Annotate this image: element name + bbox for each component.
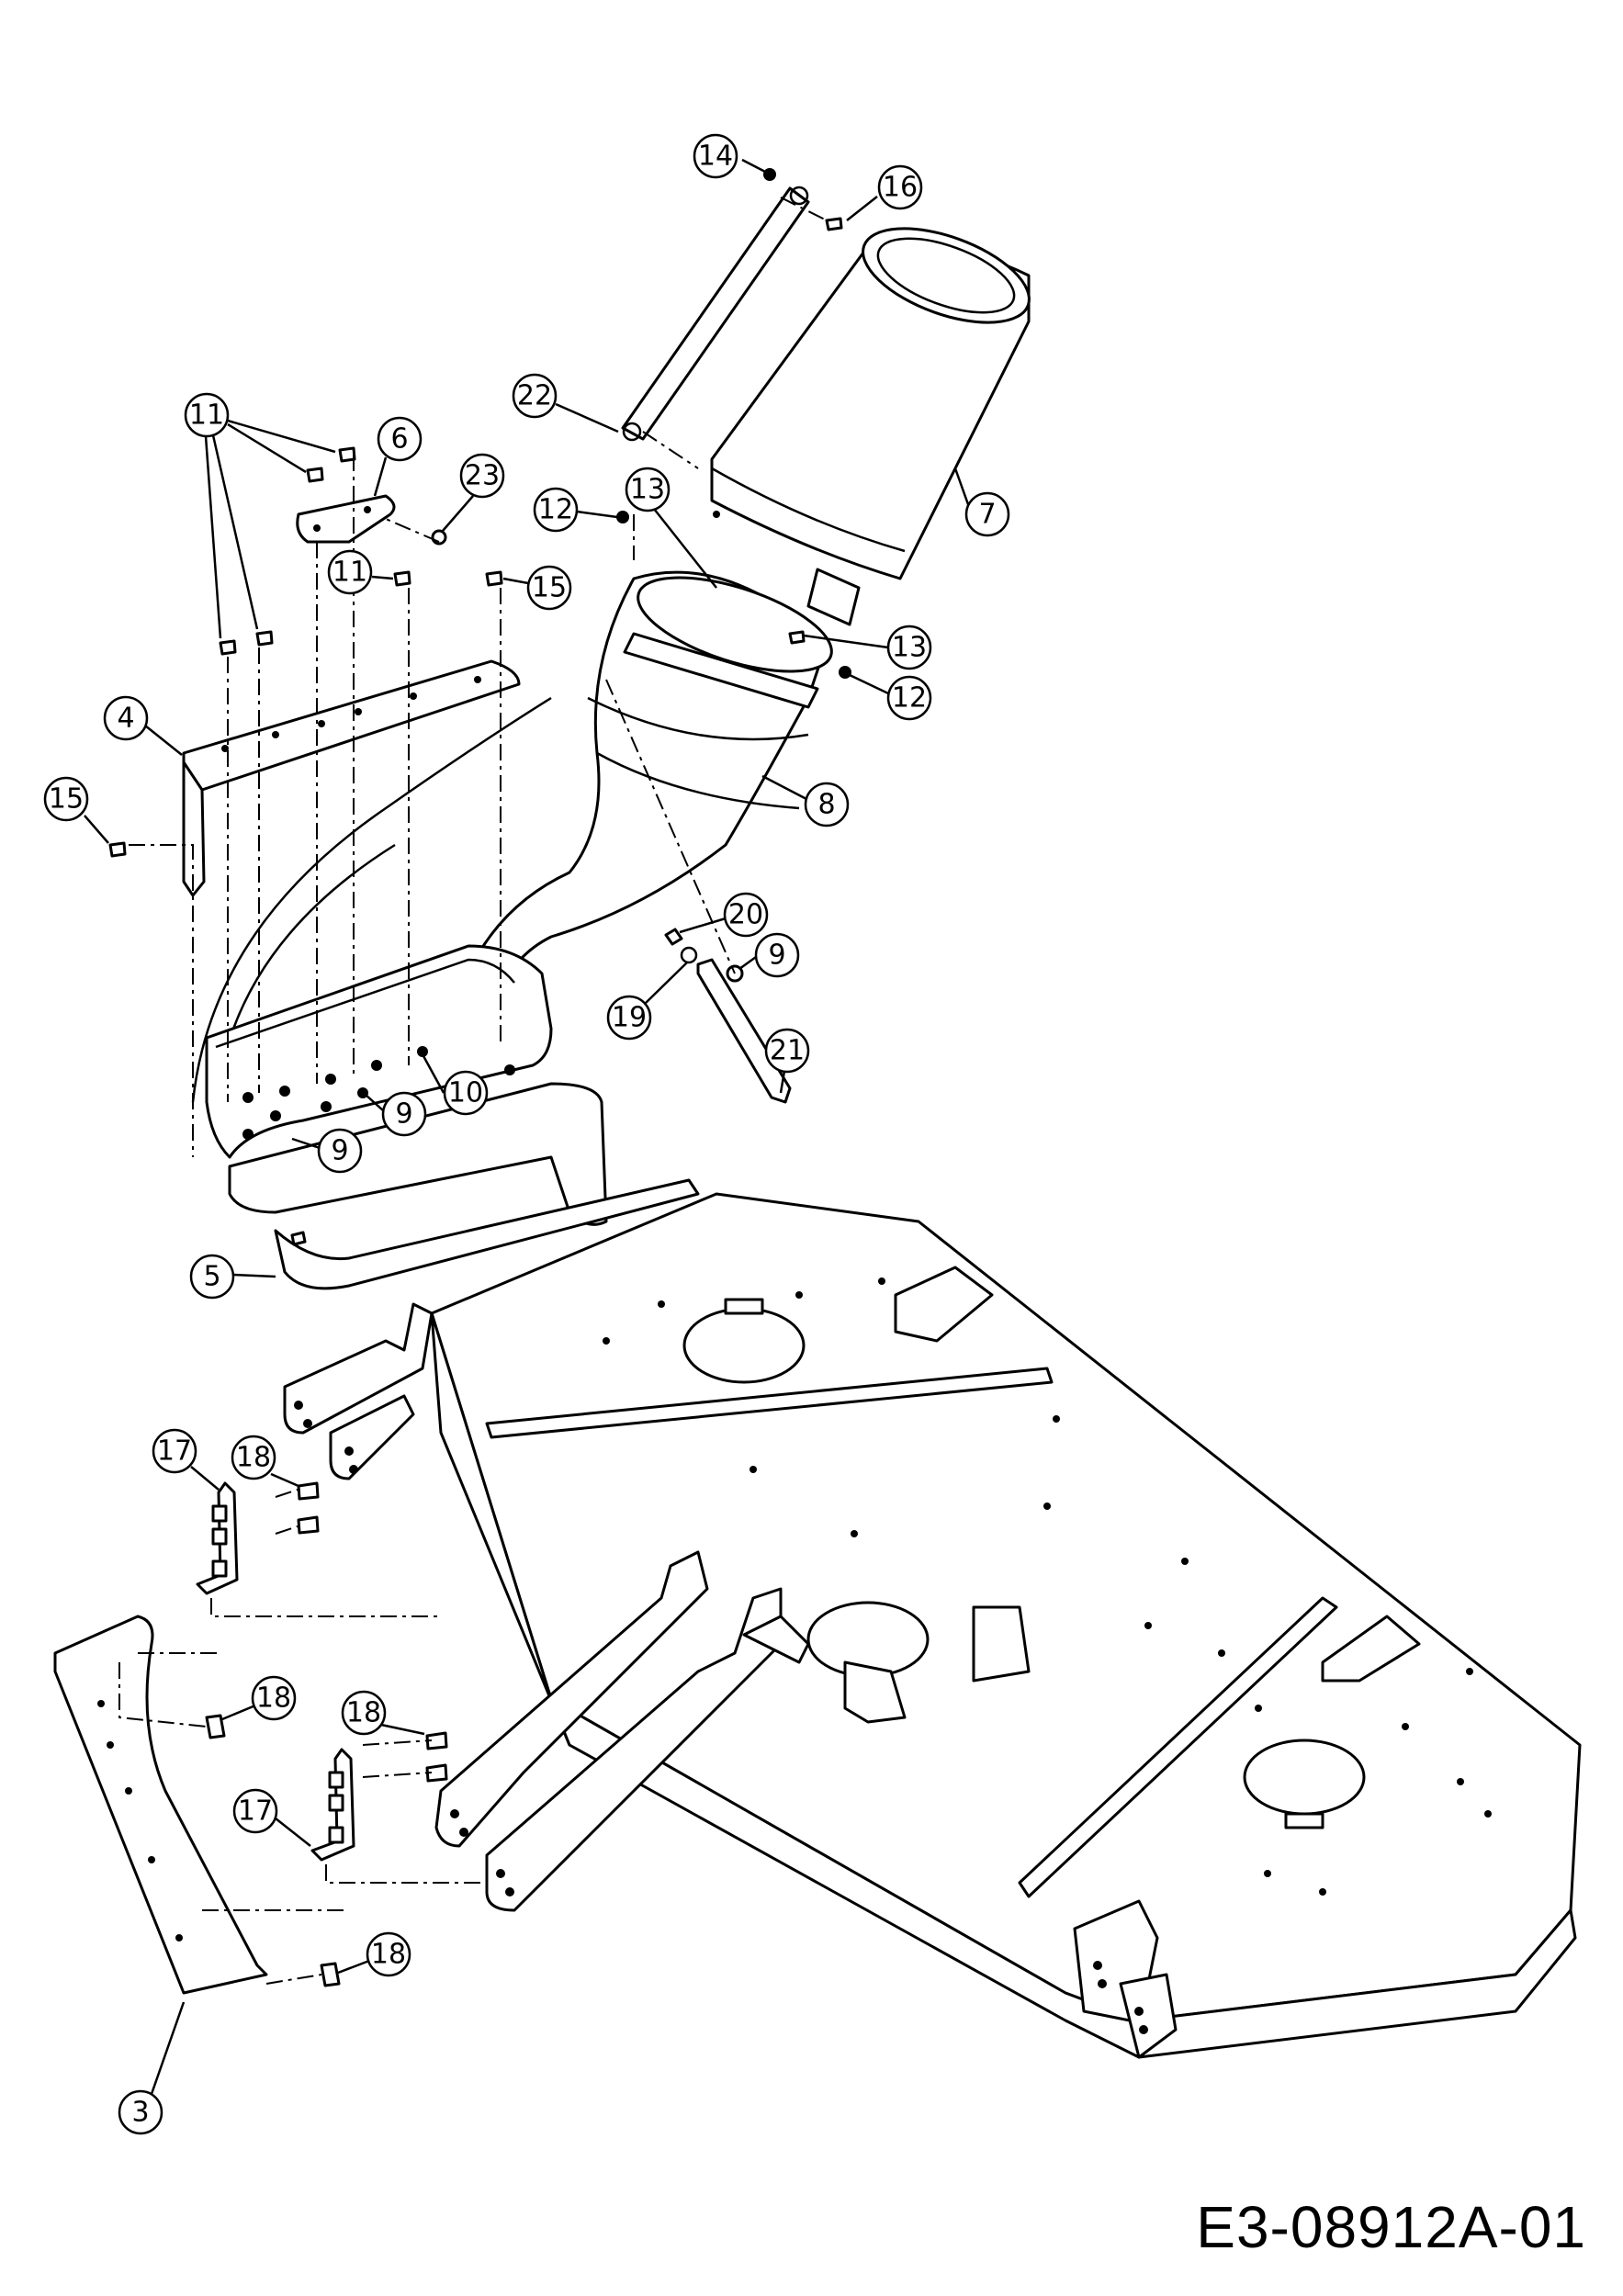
- callout-20: 20: [723, 892, 769, 938]
- callout-15-left: 15: [43, 776, 89, 822]
- callout-9-center: 9: [381, 1091, 427, 1137]
- callout-4: 4: [103, 695, 149, 741]
- svg-text:17: 17: [157, 1435, 192, 1468]
- svg-text:20: 20: [728, 899, 763, 931]
- callout-17-upper: 17: [152, 1428, 197, 1474]
- svg-text:15: 15: [49, 783, 84, 816]
- part-5-lower-bar: [274, 1178, 700, 1290]
- callout-12-right: 12: [886, 675, 932, 721]
- callout-8: 8: [804, 782, 850, 827]
- callout-12-upper: 12: [533, 487, 579, 533]
- svg-text:18: 18: [371, 1939, 406, 1971]
- part-4-deflector-bracket: [182, 659, 521, 897]
- callout-13-upper: 13: [625, 467, 671, 512]
- callout-19: 19: [606, 995, 652, 1041]
- svg-text:11: 11: [332, 557, 367, 589]
- svg-text:21: 21: [770, 1035, 805, 1067]
- callout-18-left: 18: [251, 1675, 297, 1721]
- deck-mounting-arms: [283, 1302, 1178, 2059]
- callout-9-lower: 9: [317, 1128, 363, 1174]
- svg-text:13: 13: [892, 632, 927, 664]
- svg-text:9: 9: [395, 1098, 412, 1131]
- chute-housing: [205, 944, 608, 1226]
- svg-text:23: 23: [465, 460, 500, 492]
- callout-16: 16: [877, 164, 923, 210]
- callouts: 14 16 22 11 6 23 12 13 7 11 15 13 12 4 8…: [43, 133, 1010, 2135]
- svg-text:22: 22: [517, 380, 552, 412]
- callout-22: 22: [512, 373, 558, 419]
- svg-text:15: 15: [532, 572, 567, 604]
- svg-text:4: 4: [117, 703, 134, 735]
- drawing-code: E3-08912A-01: [1196, 2194, 1586, 2260]
- svg-text:6: 6: [390, 423, 408, 456]
- callout-5: 5: [189, 1254, 235, 1300]
- assembly-lines: [118, 197, 828, 1985]
- svg-text:10: 10: [448, 1077, 483, 1109]
- svg-text:11: 11: [189, 400, 224, 432]
- callout-11-upper: 11: [184, 392, 230, 438]
- callout-17-lower: 17: [232, 1788, 278, 1834]
- callout-11-lower: 11: [327, 549, 373, 595]
- callout-7: 7: [964, 491, 1010, 537]
- svg-text:7: 7: [978, 499, 996, 531]
- svg-text:18: 18: [256, 1683, 291, 1715]
- part-22-strap: [621, 186, 810, 442]
- svg-text:12: 12: [892, 682, 927, 715]
- fasteners: [108, 168, 851, 1987]
- part-3-front-baffle: [53, 1615, 268, 1995]
- callout-6: 6: [377, 416, 423, 462]
- svg-text:9: 9: [768, 940, 785, 972]
- svg-text:16: 16: [883, 172, 918, 204]
- svg-text:19: 19: [612, 1002, 647, 1034]
- callout-14: 14: [693, 133, 738, 179]
- part-17-bracket-lower: [310, 1748, 355, 1862]
- svg-text:8: 8: [817, 789, 835, 821]
- svg-text:13: 13: [630, 474, 665, 506]
- svg-text:18: 18: [346, 1697, 381, 1729]
- callout-9-right: 9: [754, 932, 800, 978]
- svg-text:14: 14: [698, 141, 733, 173]
- svg-text:18: 18: [236, 1442, 271, 1474]
- callout-10: 10: [443, 1070, 489, 1116]
- callout-18-bottom: 18: [366, 1931, 411, 1977]
- mower-deck: [430, 1192, 1582, 2059]
- callout-18-right: 18: [341, 1690, 387, 1736]
- svg-text:3: 3: [131, 2097, 149, 2129]
- callout-18-upper: 18: [231, 1435, 276, 1480]
- callout-15-upper: 15: [526, 565, 572, 611]
- callout-23: 23: [459, 453, 505, 499]
- svg-text:9: 9: [331, 1135, 348, 1167]
- part-17-bracket-upper: [196, 1481, 239, 1595]
- callout-21: 21: [764, 1028, 810, 1074]
- part-7-discharge-tube: [710, 227, 1031, 626]
- svg-text:12: 12: [538, 494, 573, 526]
- svg-text:17: 17: [238, 1795, 273, 1828]
- part-6-plate: [296, 494, 396, 544]
- callout-3: 3: [118, 2089, 163, 2135]
- svg-text:5: 5: [203, 1261, 220, 1293]
- callout-13-right: 13: [886, 625, 932, 670]
